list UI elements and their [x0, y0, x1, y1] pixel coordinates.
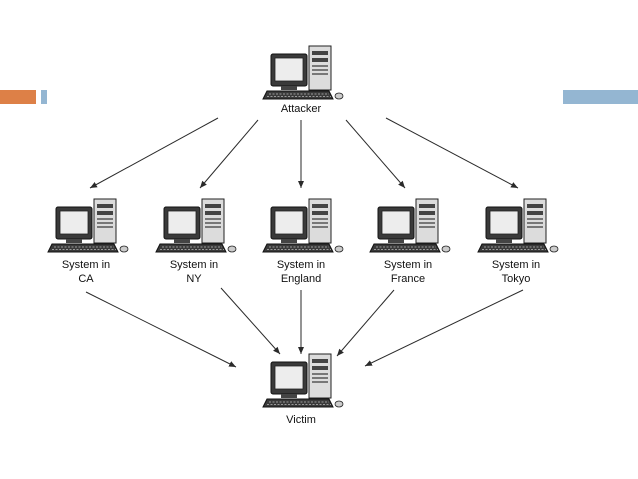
arrow-france-to-victim [336, 289, 395, 357]
relay-label-line1: System in [492, 259, 540, 271]
desktop-computer-icon [262, 353, 344, 408]
desktop-computer-icon [262, 45, 344, 100]
desktop-computer-icon [47, 198, 129, 253]
attacker-label: Attacker [281, 103, 322, 115]
node-victim: Victim [262, 353, 344, 426]
node-relay-ny: System in NY [155, 198, 237, 285]
node-relay-ca: System in CA [47, 198, 129, 285]
accent-bar-blue-right [563, 90, 638, 104]
relay-label-line2: CA [78, 273, 94, 285]
accent-bar-blue-small [41, 90, 47, 104]
arrow-attacker-to-france [345, 119, 406, 189]
relay-label-line2: France [391, 273, 425, 285]
desktop-computer-icon [477, 198, 559, 253]
arrow-attacker-to-ca [89, 117, 219, 189]
relay-label-line1: System in [384, 259, 432, 271]
arrow-ca-to-victim [85, 291, 237, 368]
arrow-attacker-to-tokyo [385, 117, 519, 189]
relay-label-line2: Tokyo [502, 273, 531, 285]
node-relay-france: System in France [369, 198, 451, 285]
desktop-computer-icon [262, 198, 344, 253]
node-attacker: Attacker [262, 45, 344, 115]
relay-label-line2: England [281, 273, 321, 285]
relay-label-line1: System in [277, 259, 325, 271]
relay-label-line1: System in [170, 259, 218, 271]
arrow-tokyo-to-victim [364, 289, 524, 367]
victim-label: Victim [286, 414, 316, 426]
node-relay-tokyo: System in Tokyo [477, 198, 559, 285]
relay-label-line2: NY [186, 273, 202, 285]
relay-label-line1: System in [62, 259, 110, 271]
node-relay-england: System in England [262, 198, 344, 285]
desktop-computer-icon [369, 198, 451, 253]
arrow-attacker-to-ny [199, 119, 259, 189]
arrows-relays-to-victim [85, 287, 524, 368]
arrows-attacker-to-relays [89, 117, 519, 189]
arrow-ny-to-victim [220, 287, 281, 355]
accent-bar-orange [0, 90, 36, 104]
desktop-computer-icon [155, 198, 237, 253]
